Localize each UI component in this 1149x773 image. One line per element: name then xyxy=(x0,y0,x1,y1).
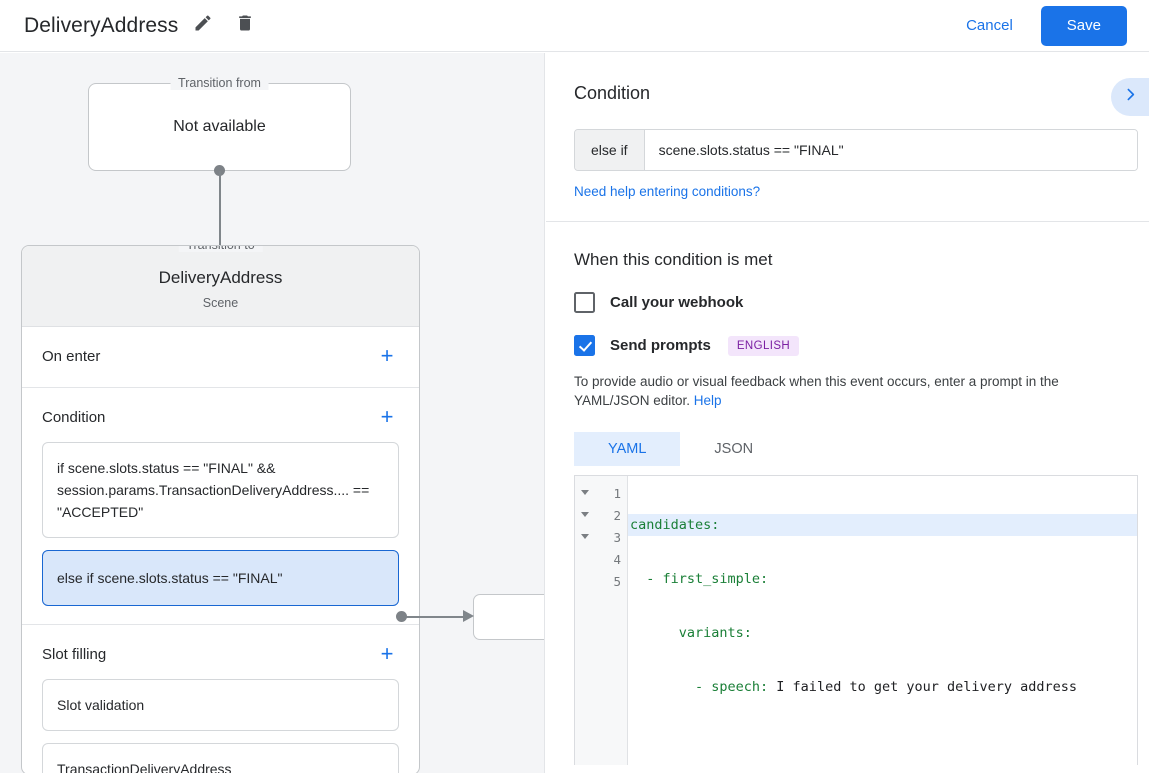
expand-panel-button[interactable] xyxy=(1111,78,1149,116)
pencil-icon xyxy=(193,13,213,38)
code-line xyxy=(628,730,1137,752)
send-prompts-checkbox[interactable] xyxy=(574,335,595,356)
send-prompts-label: Send prompts xyxy=(610,337,711,354)
top-app-bar: DeliveryAddress Cancel Save xyxy=(0,0,1149,52)
code-key: - speech: xyxy=(630,679,769,695)
condition-block: Condition else if scene.slots.status == … xyxy=(546,53,1149,221)
editor-gutter: 1 2 3 4 5 xyxy=(575,476,628,765)
code-line: variants: xyxy=(628,622,1137,644)
call-webhook-label: Call your webhook xyxy=(610,294,744,311)
section-title-on-enter: On enter xyxy=(42,347,101,365)
details-panel: Condition else if scene.slots.status == … xyxy=(546,53,1149,773)
gutter-row: 2 xyxy=(575,504,627,526)
code-line: candidates: xyxy=(628,514,1137,536)
slot-item-validation[interactable]: Slot validation xyxy=(42,679,399,731)
gutter-row: 4 xyxy=(575,548,627,570)
condition-operator-label: else if xyxy=(575,130,645,170)
next-node-card[interactable] xyxy=(473,594,544,640)
section-slot-filling: Slot filling + Slot validation Transacti… xyxy=(22,625,419,773)
webhook-row[interactable]: Call your webhook xyxy=(574,292,1121,313)
code-key: - first_simple: xyxy=(630,571,769,587)
edit-name-button[interactable] xyxy=(186,9,220,43)
call-webhook-checkbox[interactable] xyxy=(574,292,595,313)
section-header: On enter + xyxy=(42,343,399,369)
code-key: candidates: xyxy=(630,517,720,533)
language-badge: ENGLISH xyxy=(727,335,800,356)
panel-divider xyxy=(546,221,1149,222)
tab-yaml[interactable]: YAML xyxy=(574,432,681,466)
prompts-helper-text: To provide audio or visual feedback when… xyxy=(574,372,1121,410)
connector-line-vertical xyxy=(219,171,221,257)
slot-item-transaction-delivery-address[interactable]: TransactionDeliveryAddress xyxy=(42,743,399,773)
scene-type: Scene xyxy=(202,296,239,310)
connector-dot-condition-out xyxy=(396,611,407,622)
line-number: 3 xyxy=(613,529,621,545)
fold-arrow-icon[interactable] xyxy=(581,512,589,517)
section-on-enter: On enter + xyxy=(22,327,419,388)
chevron-right-icon xyxy=(1122,86,1139,108)
tab-json[interactable]: JSON xyxy=(714,441,754,457)
page-title: DeliveryAddress xyxy=(24,13,179,37)
condition-help-link[interactable]: Need help entering conditions? xyxy=(574,184,761,199)
code-line: - first_simple: xyxy=(628,568,1137,590)
cancel-button[interactable]: Cancel xyxy=(952,9,1027,42)
line-number: 4 xyxy=(613,551,621,567)
gutter-row: 3 xyxy=(575,526,627,548)
send-prompts-row[interactable]: Send prompts ENGLISH xyxy=(574,335,1121,356)
line-number: 2 xyxy=(613,507,621,523)
connector-arrow-right-icon xyxy=(463,610,474,622)
prompts-help-link[interactable]: Help xyxy=(693,393,722,408)
section-condition: Condition + if scene.slots.status == "FI… xyxy=(22,388,419,625)
condition-expression-input[interactable]: scene.slots.status == "FINAL" xyxy=(644,130,1137,170)
add-condition-button[interactable]: + xyxy=(380,404,394,429)
add-on-enter-button[interactable]: + xyxy=(380,343,394,368)
line-number: 1 xyxy=(613,485,621,501)
flow-canvas[interactable]: Transition from Not available Transition… xyxy=(0,53,545,773)
editor-format-tabs[interactable]: YAML JSON xyxy=(574,432,1121,466)
transition-from-legend: Transition from xyxy=(170,76,269,90)
condition-item-selected[interactable]: else if scene.slots.status == "FINAL" xyxy=(42,550,399,606)
trash-icon xyxy=(235,13,255,38)
scene-header: DeliveryAddress Scene xyxy=(22,246,419,327)
editor-code-area[interactable]: candidates: - first_simple: variants: - … xyxy=(628,476,1137,765)
code-line: - speech: I failed to get your delivery … xyxy=(628,676,1137,698)
section-header: Slot filling + xyxy=(42,641,399,667)
transition-from-card[interactable]: Transition from Not available xyxy=(88,76,351,171)
condition-item[interactable]: if scene.slots.status == "FINAL" && sess… xyxy=(42,442,399,538)
section-header: Condition + xyxy=(42,404,399,430)
gutter-row: 1 xyxy=(575,482,627,504)
code-value: I failed to get your delivery address xyxy=(768,679,1078,695)
transition-to-legend: Transition to xyxy=(178,246,263,252)
code-key: variants: xyxy=(630,625,752,641)
save-button[interactable]: Save xyxy=(1040,5,1127,46)
when-condition-met-heading: When this condition is met xyxy=(574,250,773,269)
transition-from-value: Not available xyxy=(173,118,266,135)
when-condition-met-block: When this condition is met Call your web… xyxy=(546,222,1149,765)
condition-input-group[interactable]: else if scene.slots.status == "FINAL" xyxy=(574,129,1138,171)
fold-arrow-icon[interactable] xyxy=(581,490,589,495)
fold-arrow-icon[interactable] xyxy=(581,534,589,539)
prompts-helper-sentence: To provide audio or visual feedback when… xyxy=(574,374,1059,408)
transition-to-card[interactable]: Transition to DeliveryAddress Scene On e… xyxy=(21,245,420,773)
section-title-slot-filling: Slot filling xyxy=(42,645,107,663)
connector-dot-top xyxy=(214,165,225,176)
add-slot-button[interactable]: + xyxy=(380,641,394,666)
code-editor[interactable]: 1 2 3 4 5 candidates: - first_simple: va… xyxy=(574,475,1138,765)
condition-heading: Condition xyxy=(574,83,651,103)
gutter-row: 5 xyxy=(575,570,627,592)
delete-button[interactable] xyxy=(228,9,262,43)
connector-line-horizontal xyxy=(404,616,466,618)
scene-name: DeliveryAddress xyxy=(158,268,283,287)
line-number: 5 xyxy=(613,573,621,589)
section-title-condition: Condition xyxy=(42,408,106,426)
